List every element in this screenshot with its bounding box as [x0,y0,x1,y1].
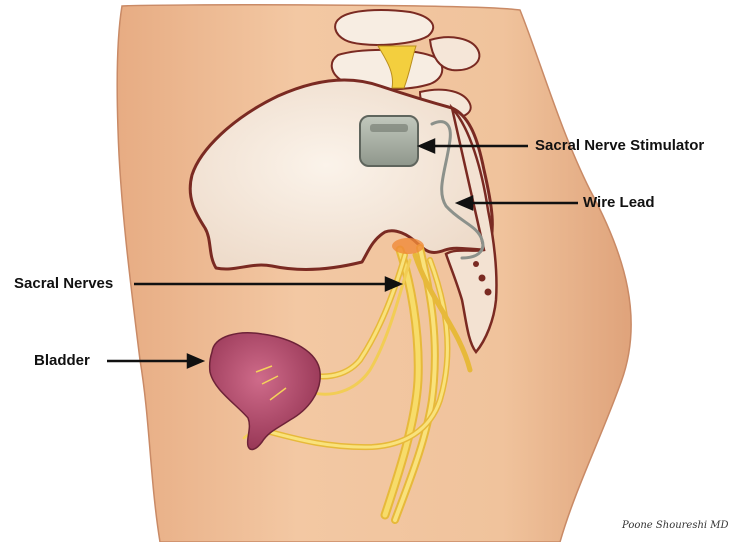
sacral-nerve-stimulator-device [360,116,418,166]
sacral-foramen [479,275,486,282]
artist-signature: Poone Shoureshi MD [622,520,729,531]
label-sacral-nerves: Sacral Nerves [14,275,113,293]
sacral-foramen [485,289,492,296]
sacral-foramen [473,261,479,267]
label-bladder: Bladder [34,352,90,370]
label-sacral-nerve-stimulator: Sacral Nerve Stimulator [535,137,704,155]
label-wire-lead: Wire Lead [583,194,655,212]
